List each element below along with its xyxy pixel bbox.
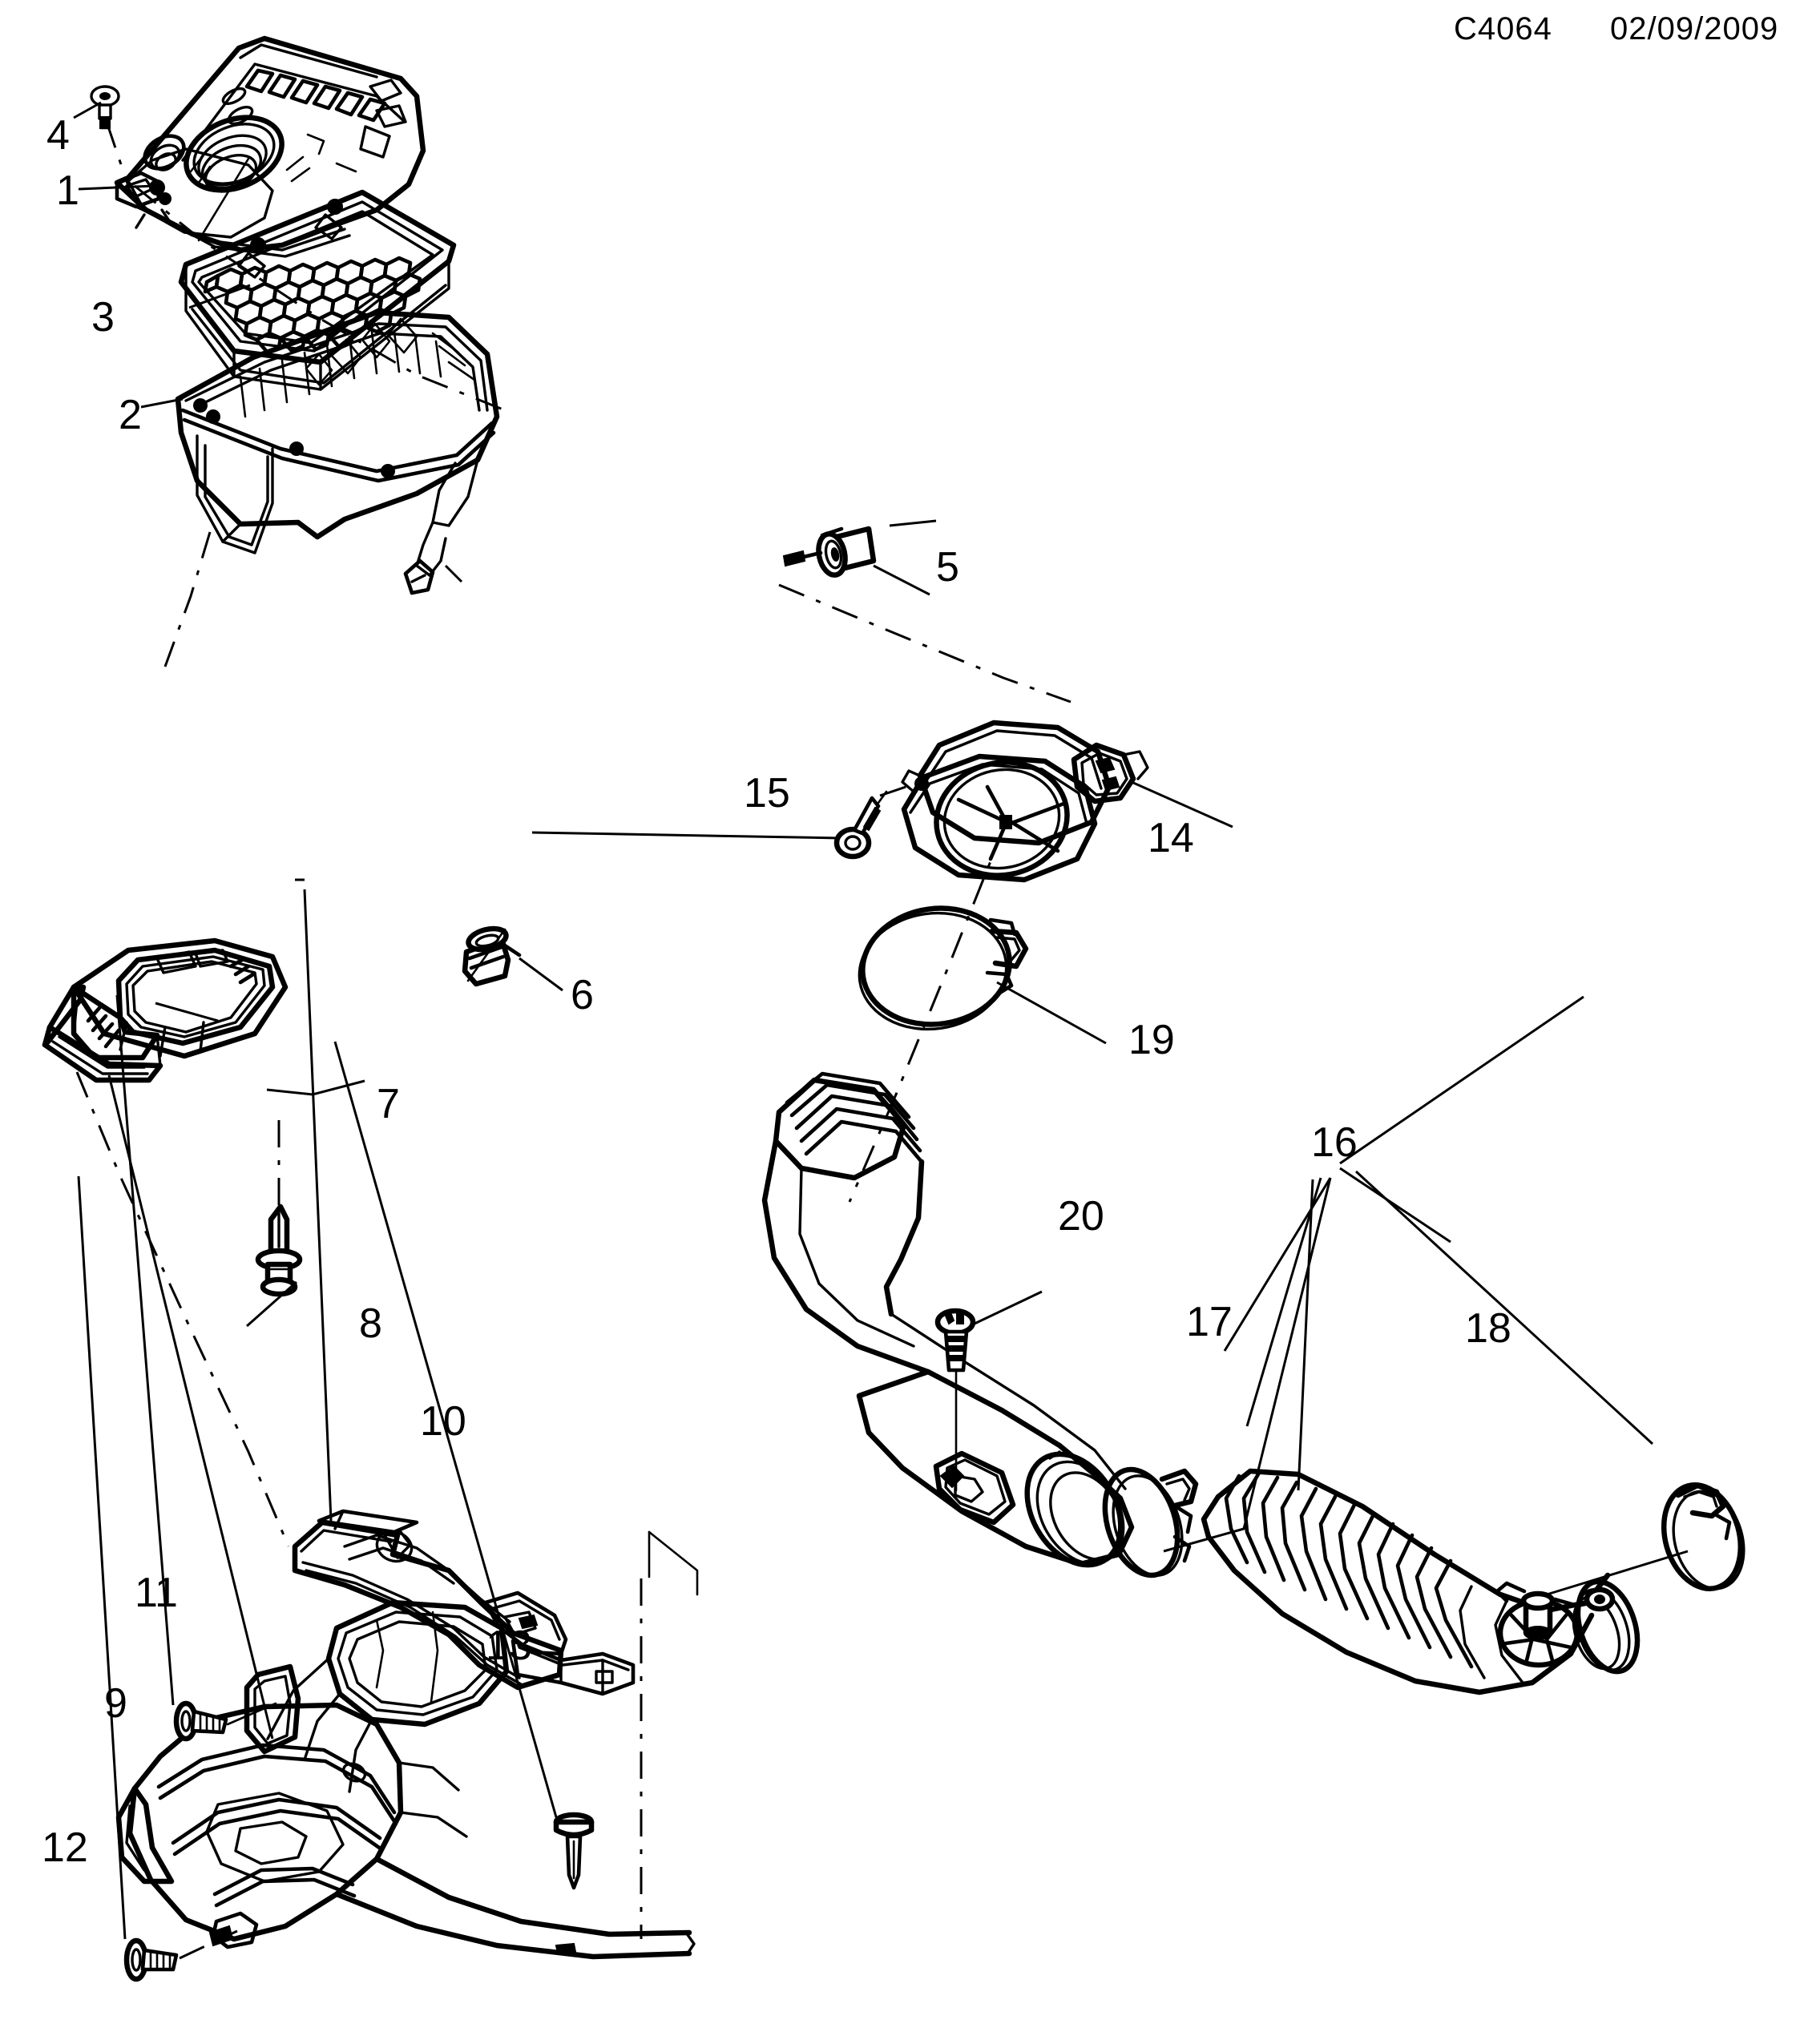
callout-6[interactable]: 6	[571, 972, 594, 1018]
leader-18	[1354, 1170, 1654, 1445]
part-clamp-middle-art	[1102, 1466, 1199, 1578]
callout-13[interactable]: 13	[486, 1623, 532, 1669]
callout-9[interactable]: 9	[104, 1680, 127, 1727]
callout-1[interactable]: 1	[56, 167, 79, 214]
part-screw-lower-art	[123, 1937, 179, 1982]
part-push-rivet-art	[553, 1812, 595, 1890]
part-cover-screw-art	[90, 85, 120, 130]
callout-5[interactable]: 5	[936, 544, 959, 591]
leader-16e	[1339, 995, 1584, 1165]
part-grommet-bushing-art	[782, 526, 877, 578]
leader-11	[115, 994, 175, 1706]
leader-3	[188, 284, 251, 309]
leader-12-dash	[179, 1929, 238, 1960]
part-bellows-hose-art	[1201, 1468, 1641, 1695]
leader-20	[974, 1290, 1043, 1325]
callout-12[interactable]: 12	[42, 1824, 88, 1871]
leader-16b	[1245, 1177, 1322, 1427]
leader-13	[333, 1041, 558, 1818]
leader-17	[1163, 1177, 1332, 1553]
callout-11[interactable]: 11	[135, 1570, 178, 1616]
callout-18[interactable]: 18	[1465, 1305, 1511, 1352]
callout-4[interactable]: 4	[46, 112, 70, 159]
part-rubber-mount-grommet-art	[462, 925, 522, 987]
leader-16c	[1297, 1179, 1314, 1491]
callout-14[interactable]: 14	[1148, 815, 1194, 861]
callout-2[interactable]: 2	[119, 392, 142, 438]
leader-6	[519, 957, 563, 992]
leader-5b	[873, 564, 930, 596]
drawing-date: 02/09/2009	[1610, 11, 1779, 46]
leader-4	[73, 101, 102, 119]
callout-3[interactable]: 3	[91, 294, 115, 341]
part-air-cleaner-cover-art	[114, 35, 426, 279]
part-inlet-duct-upper-art	[42, 937, 289, 1083]
part-duct-screw-art	[934, 1308, 976, 1492]
callout-17[interactable]: 17	[1186, 1299, 1233, 1345]
leader-12	[77, 1175, 127, 1940]
leader-dash-4	[105, 121, 130, 187]
leader-19	[996, 981, 1107, 1045]
callout-19[interactable]: 19	[1128, 1017, 1175, 1063]
leader-15-dash	[879, 780, 921, 797]
leader-1	[78, 184, 155, 191]
callout-16[interactable]: 16	[1311, 1119, 1358, 1166]
drawing-code: C4064	[1454, 11, 1552, 46]
callout-7[interactable]: 7	[377, 1081, 400, 1127]
callout-8[interactable]: 8	[359, 1300, 382, 1347]
part-clamp-outlet-art	[1661, 1482, 1745, 1591]
part-air-cleaner-housing-art	[175, 309, 500, 595]
part-support-bracket-art	[292, 1509, 636, 1696]
part-clamp-sensor-art	[858, 905, 1029, 1031]
part-air-filter-element-art	[178, 189, 457, 391]
leader-14	[1131, 780, 1233, 828]
leader-7	[155, 1002, 219, 1022]
leader-9	[107, 1074, 274, 1740]
leader-2	[140, 397, 184, 409]
leader-16d	[1339, 1167, 1451, 1244]
callout-15[interactable]: 15	[744, 770, 790, 816]
leader-5a	[889, 519, 937, 527]
callout-20[interactable]: 20	[1058, 1193, 1104, 1240]
leader-8	[246, 1280, 297, 1328]
part-screw-upper-art	[173, 1700, 228, 1742]
part-inlet-resonator-art	[115, 1599, 696, 1960]
callout-10[interactable]: 10	[420, 1398, 466, 1445]
leader-15	[531, 831, 841, 840]
part-maf-sensor-housing-art	[901, 720, 1149, 883]
part-push-pin-retainer-art	[255, 1203, 303, 1297]
part-sensor-screw-art	[833, 790, 888, 860]
